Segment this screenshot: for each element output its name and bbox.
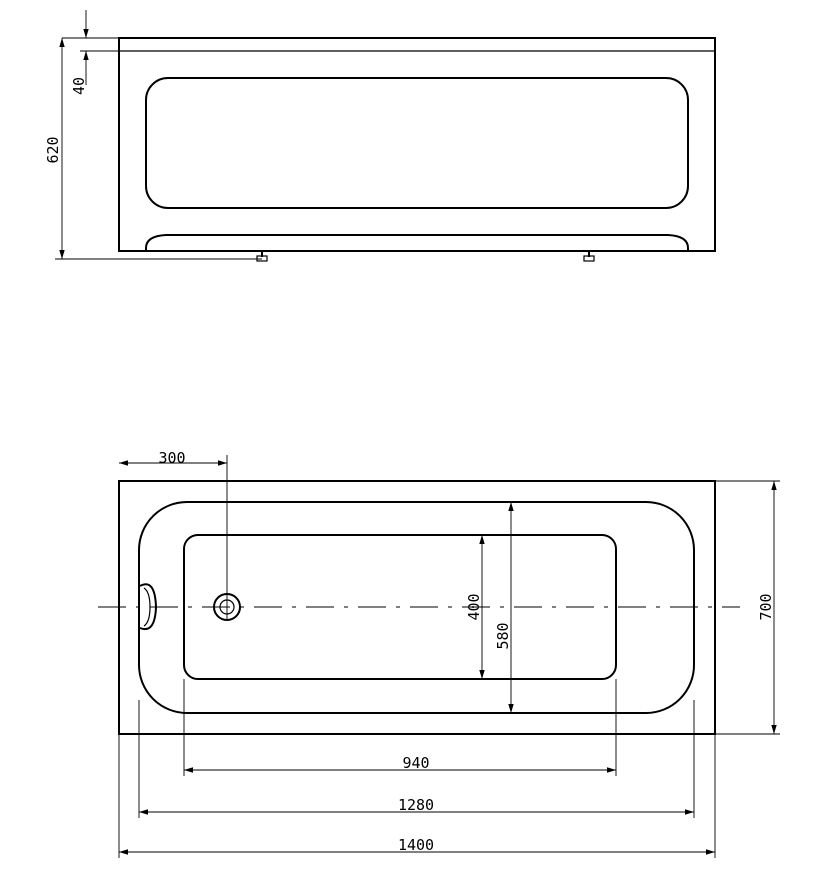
dim-overall-width-label: 700 — [757, 593, 775, 620]
dim-drain-offset: 300 — [119, 449, 228, 620]
top-view: 300 400 580 700 940 — [98, 449, 780, 858]
tub-floor-outline — [183, 534, 617, 680]
dim-basin-width: 580 — [494, 502, 514, 713]
front-view: 620 40 — [44, 10, 716, 262]
foot-left — [256, 251, 268, 262]
dim-overall-height-label: 620 — [44, 136, 62, 163]
dim-drain-offset-label: 300 — [158, 449, 185, 467]
dim-overall-length-label: 1400 — [398, 836, 434, 854]
dim-overall-height: 620 — [44, 37, 262, 260]
dim-basin-length-label: 1280 — [398, 796, 434, 814]
dim-rim-height-label: 40 — [70, 77, 88, 95]
dim-inner-width: 400 — [465, 535, 485, 679]
dim-rim-height: 40 — [70, 10, 119, 95]
front-base-curve — [145, 234, 689, 251]
dim-basin-length: 1280 — [138, 700, 695, 818]
dim-inner-length-label: 940 — [402, 754, 429, 772]
front-recess-panel — [145, 77, 689, 209]
dim-overall-length: 1400 — [118, 734, 716, 858]
dim-inner-length: 940 — [183, 679, 617, 776]
foot-right — [583, 251, 595, 262]
dim-overall-width: 700 — [715, 480, 780, 735]
dim-inner-width-label: 400 — [465, 593, 483, 620]
dim-basin-width-label: 580 — [494, 622, 512, 649]
front-panel-outline — [118, 37, 716, 252]
